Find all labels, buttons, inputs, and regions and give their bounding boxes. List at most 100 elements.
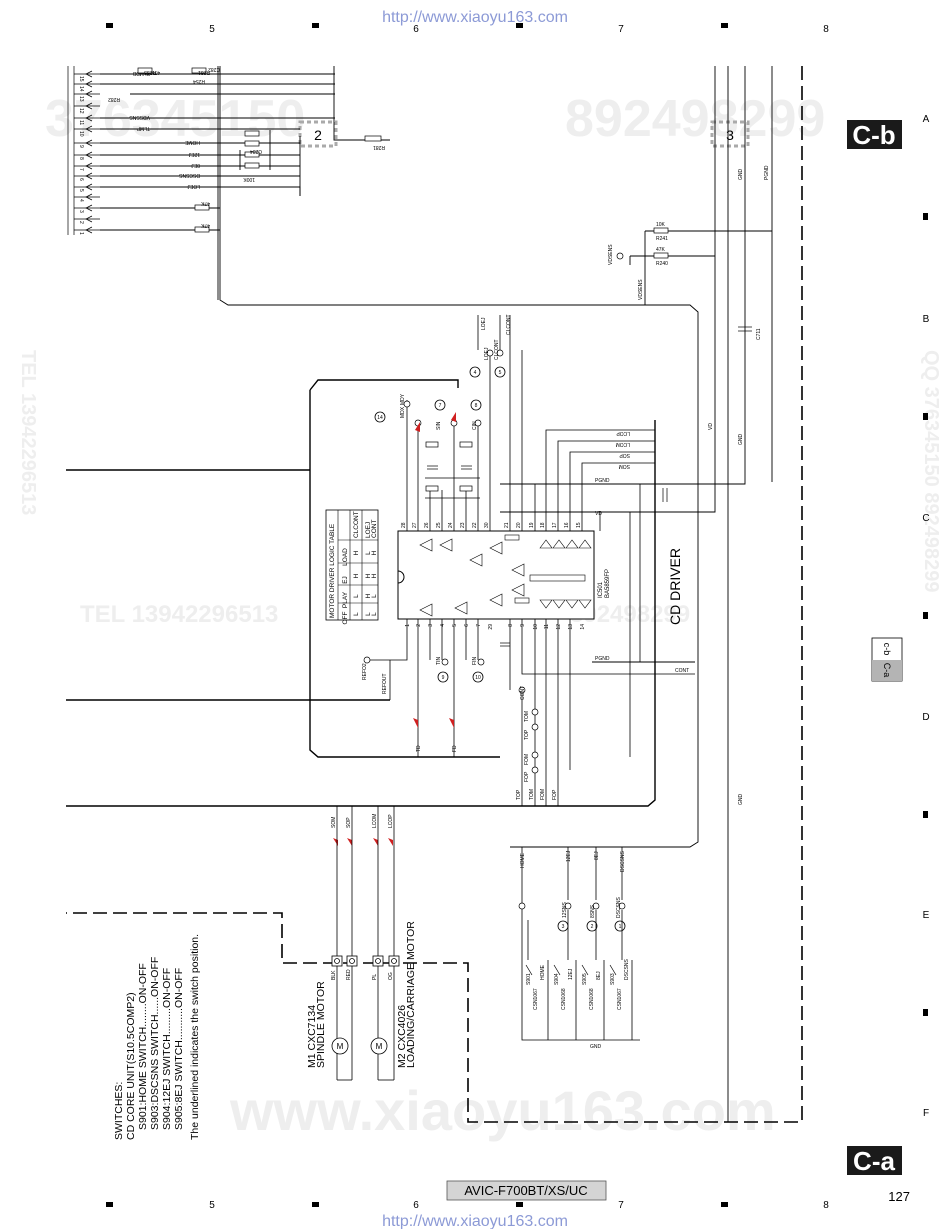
motor-pin-label: OG xyxy=(388,972,394,980)
sig-tin: TIN xyxy=(436,657,442,665)
ic-top-pin-number: 23 xyxy=(460,522,466,528)
svg-text:M: M xyxy=(337,1042,344,1051)
logic-table-header: PLAY xyxy=(342,591,349,608)
top-pin-arrow xyxy=(85,226,93,234)
top-pin-name: HOME xyxy=(184,139,200,145)
circled-pin-ring xyxy=(614,920,626,932)
bus-bottom-label: FOP xyxy=(552,789,558,800)
top-pin-arrow xyxy=(85,139,93,147)
power-label-gnd-low: GND xyxy=(738,794,744,806)
motor-pin-label: BLK xyxy=(331,970,337,980)
switches-line-3: S904:12EJ SWITCH.........ON-OFF xyxy=(161,968,173,1130)
watermark-number-b: 892498299 xyxy=(565,90,825,148)
sig-loej-top: LOEJ xyxy=(481,317,487,330)
top-pin-name: 12EJ xyxy=(188,151,200,157)
ic501: IC501 BA5859FP xyxy=(397,530,611,620)
circled-pin-number: 10 xyxy=(475,675,481,681)
motor-wire-label: SOP xyxy=(346,817,352,828)
switch-ref: S903 xyxy=(610,973,616,985)
ic-bottom-pin-number: 10 xyxy=(533,624,539,630)
switch-part: CSN1068 xyxy=(561,988,567,1010)
grid-col-7-bottom: 7 xyxy=(618,1200,624,1211)
top-pin-number: 10 xyxy=(78,131,84,137)
logic-table-cell: L xyxy=(365,612,372,616)
ic-top-pin-number: 19 xyxy=(529,522,535,528)
sig-fom: FOM xyxy=(524,754,530,765)
grid-col-8-bottom: 8 xyxy=(823,1200,829,1211)
logic-table-cell: H xyxy=(371,573,378,578)
switch-part: CSN1067 xyxy=(617,988,623,1010)
vd-ic-top: VD xyxy=(595,511,602,517)
top-resistor-label: R255 xyxy=(144,69,156,75)
power-label-gnd-mid: GND xyxy=(738,434,744,446)
switch-name: HOME xyxy=(540,964,546,980)
top-pin-name: DSCSNS xyxy=(178,172,200,178)
switches-line-1: S901:HOME SWITCH........ON-OFF xyxy=(137,963,149,1130)
top-pin-arrow xyxy=(85,102,93,110)
grid-col-6-bottom: 6 xyxy=(413,1200,419,1211)
circled-pin-number: 3 xyxy=(562,924,565,930)
ic-top-pin-number: 21 xyxy=(504,522,510,528)
switch-name: 8EJ xyxy=(596,971,602,980)
sig-mdy: MDY xyxy=(400,393,406,405)
ic-top-pin-number: 17 xyxy=(552,522,558,528)
ic-bottom-pin-number: 14 xyxy=(580,624,586,630)
switch-ref: S901 xyxy=(526,973,532,985)
bus-label: LCOP xyxy=(616,430,630,436)
logic-table-cell: L xyxy=(353,594,360,598)
top-pin-number: 8 xyxy=(78,157,84,160)
power-label-pgnd: PGND xyxy=(764,165,770,180)
ic-top-pin-number: 27 xyxy=(412,522,418,528)
motor-name: LOADING/CARRIAGE MOTOR xyxy=(405,921,417,1068)
logic-table-cell: H xyxy=(353,550,360,555)
circled-pin-ring xyxy=(469,366,481,378)
ic-top-pin-number: 24 xyxy=(448,522,454,528)
right-labels: VDPGNDGNDGNDGNDVDSENSVDSENSR241R240C7111… xyxy=(595,165,770,805)
grid-col-5: 5 xyxy=(209,24,215,35)
sig-refo2: REFO2 xyxy=(362,663,368,680)
switches-unit: CD CORE UNIT(S10.5COMP2) xyxy=(125,992,137,1140)
ic-top-pin-number: 22 xyxy=(472,522,478,528)
grid-bottom: 5 6 7 8 xyxy=(106,1200,829,1211)
sig-clcont-top: CLCONT xyxy=(506,314,512,335)
side-tab-lower: C-a xyxy=(882,663,892,678)
sig-refout: REFOUT xyxy=(382,673,388,694)
footer-url[interactable]: http://www.xiaoyu163.com xyxy=(382,1213,568,1229)
sig-fin: FIN xyxy=(472,657,478,665)
top-resistor-label: R281 xyxy=(198,69,210,75)
logic-table-cell: L xyxy=(353,612,360,616)
motor-name: SPINDLE MOTOR xyxy=(315,981,327,1068)
top-pin-name: VDSSNS xyxy=(129,114,150,120)
ic-bottom-pin-number: 3 xyxy=(428,624,434,627)
watermark-tel-line: TEL 13942296513 xyxy=(80,601,278,628)
sig-sin: SIN xyxy=(436,421,442,430)
top-pin-number: 5 xyxy=(78,189,84,192)
motor-id-part: M1 CXC7134 xyxy=(306,1005,318,1068)
ic-top-pin-number: 30 xyxy=(484,522,490,528)
connector-2-label: 2 xyxy=(314,127,322,143)
sig-top: TOP xyxy=(524,729,530,740)
grid-top: 5 6 7 8 xyxy=(106,23,829,35)
top-pin-name: LOEJ xyxy=(187,183,200,189)
top-pin-arrow xyxy=(85,204,93,212)
motor-id-part: M2 CXC4026 xyxy=(396,1005,408,1068)
top-pin-number: 1 xyxy=(78,232,84,235)
grid-row-e: E xyxy=(923,910,930,921)
top-pin-arrow xyxy=(85,70,93,78)
header-url[interactable]: http://www.xiaoyu163.com xyxy=(382,9,568,26)
circled-pin-number: 9 xyxy=(442,675,445,681)
top-pin-number: 4 xyxy=(78,199,84,202)
sig-loej: LOEJ xyxy=(484,347,490,360)
bus-label: SOP xyxy=(619,452,630,458)
sig-cont: CONT xyxy=(520,686,526,700)
grid-col-5-bottom: 5 xyxy=(209,1200,215,1211)
right-components xyxy=(616,227,752,332)
top-pin-number: 2 xyxy=(78,221,84,224)
right-cap-c711: C711 xyxy=(756,328,762,340)
